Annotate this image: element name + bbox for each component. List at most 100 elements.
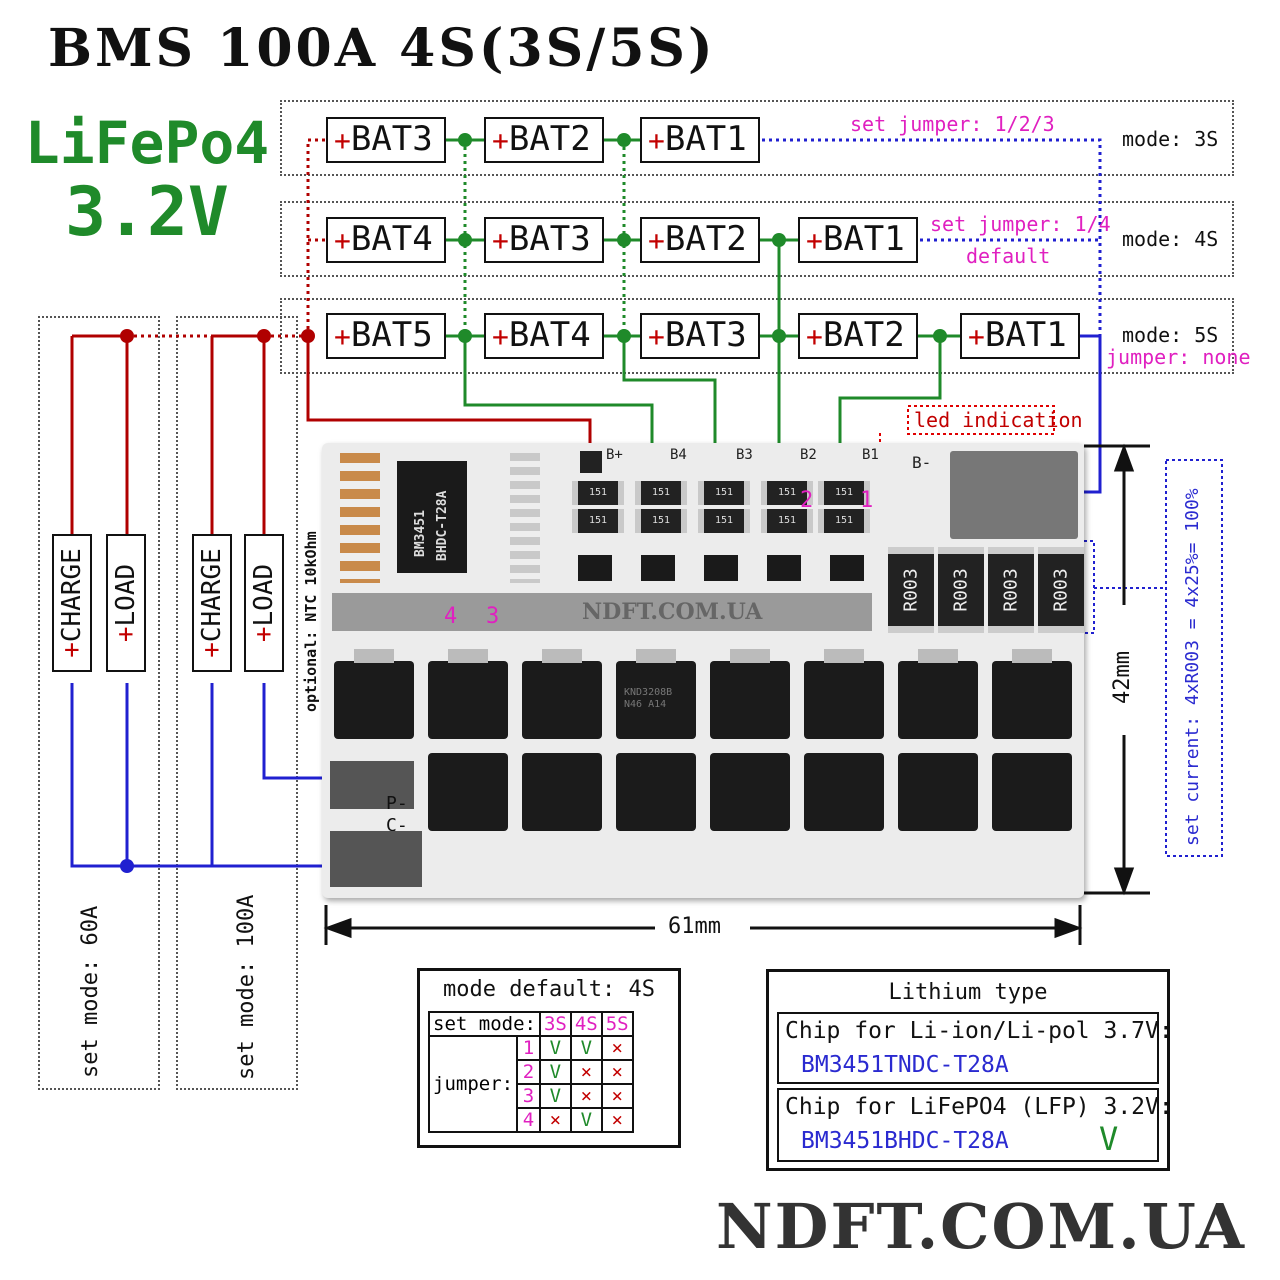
plus-sign: + [648, 124, 665, 157]
resistor: 151 [698, 481, 750, 505]
liion-label: Chip for Li-ion/Li-pol 3.7V: [785, 1018, 1173, 1044]
battery-label: BAT1 [664, 119, 747, 159]
mosfet [334, 649, 414, 739]
resistor: 151 [635, 481, 687, 505]
plus-sign: + [57, 642, 87, 658]
resistor: 151 [761, 509, 813, 533]
battery-label: BAT2 [664, 219, 747, 259]
bms-board: BM3451 BHDC-T28A B+ B4 B3 B2 B1 B- 151 1… [322, 443, 1084, 898]
set-mode-100a: set mode: 100A [234, 894, 259, 1080]
bms-chip: BM3451 BHDC-T28A [397, 461, 467, 573]
shunt-code: R003 [1000, 568, 1022, 612]
battery-4s-2: +BAT3 [484, 217, 604, 263]
jumper-num: 4 [516, 1107, 541, 1133]
pad-b4-label: B4 [670, 447, 687, 463]
pad-b-plus [580, 451, 602, 473]
mosfet [992, 649, 1072, 739]
lfp-label: Chip for LiFePO4 (LFP) 3.2V: [785, 1094, 1173, 1120]
plus-sign: + [492, 124, 509, 157]
battery-3s-1: +BAT3 [326, 117, 446, 163]
chip-label-line2: BHDC-T28A [435, 490, 450, 561]
battery-label: BAT3 [508, 219, 591, 259]
jumper-table-box: mode default: 4S set mode: 3S 4S 5S jump… [417, 968, 681, 1148]
mode-5s: 5S [600, 1011, 634, 1037]
bus-strip [332, 593, 872, 631]
shunt-resistor: R003 [888, 547, 934, 633]
jumper-number-4: 4 [444, 604, 458, 629]
mosfet-code: KND3208B [624, 687, 673, 698]
led-indication-label: led indication [914, 408, 1083, 432]
resistor: 151 [572, 509, 624, 533]
chemistry-voltage: 3.2V [65, 173, 229, 252]
jumper-num: 1 [516, 1035, 541, 1061]
resistor: 151 [761, 481, 813, 505]
p-minus-terminal [330, 761, 414, 809]
cell: V [569, 1035, 603, 1061]
cell: × [600, 1107, 634, 1133]
jumper-note-5s: jumper: none [1106, 345, 1251, 369]
resistor: 151 [818, 509, 870, 533]
cell: × [569, 1059, 603, 1085]
mode-4s: 4S [569, 1011, 603, 1037]
mosfet [898, 649, 978, 739]
mode-4s-box [280, 201, 1234, 277]
plus-sign: + [806, 320, 823, 353]
mosfet [710, 753, 790, 831]
charge-text: CHARGE [57, 548, 87, 643]
pad-b1-label: B1 [862, 447, 879, 463]
chip-label-line1: BM3451 [413, 510, 428, 557]
mosfet [898, 753, 978, 831]
plus-sign: + [111, 626, 141, 643]
charge-label-60a: +CHARGE [52, 534, 92, 672]
battery-label: BAT4 [350, 219, 433, 259]
cell: × [600, 1059, 634, 1085]
cell: V [538, 1059, 572, 1085]
cell: × [600, 1035, 634, 1061]
plus-sign: + [492, 320, 509, 353]
mosfet [616, 753, 696, 831]
resistor: 151 [635, 509, 687, 533]
jumper-note-3s: set jumper: 1/2/3 [850, 112, 1055, 136]
plus-sign: + [968, 320, 985, 353]
set-mode-60a: set mode: 60A [78, 905, 103, 1078]
mode-label-3s: mode: 3S [1122, 127, 1219, 151]
mosfet [804, 753, 884, 831]
mosfet [522, 753, 602, 831]
liion-chip: BM3451TNDC-T28A [801, 1052, 1009, 1078]
jumper-table-header: mode default: 4S [443, 977, 655, 1002]
mosfet [992, 753, 1072, 831]
dimension-width: 61mm [668, 914, 721, 939]
cell: × [600, 1083, 634, 1109]
battery-label: BAT2 [508, 119, 591, 159]
mosfet [522, 649, 602, 739]
load-label-100a: +LOAD [244, 534, 284, 672]
resistor: 151 [572, 481, 624, 505]
b-minus-terminal [950, 451, 1078, 539]
plus-sign: + [249, 626, 279, 643]
battery-3s-3: +BAT1 [640, 117, 760, 163]
shunt-code: R003 [900, 568, 922, 612]
chemistry-name: LiFePo4 [24, 109, 270, 177]
lfp-chip: BM3451BHDC-T28A [801, 1128, 1009, 1154]
battery-label: BAT3 [350, 119, 433, 159]
dimension-height: 42mm [1110, 651, 1135, 704]
transistor-row [578, 555, 868, 581]
load-text: LOAD [111, 563, 141, 627]
jumper-num: 2 [516, 1059, 541, 1085]
load-label-60a: +LOAD [106, 534, 146, 672]
plus-sign: + [334, 124, 351, 157]
jumper-num: 3 [516, 1083, 541, 1109]
footer-brand: NDFT.COM.UA [716, 1190, 1247, 1263]
cell: V [538, 1083, 572, 1109]
cell: V [569, 1107, 603, 1133]
plus-sign: + [648, 320, 665, 353]
p-minus-label: P- [386, 793, 408, 814]
table-row: jumper: 1 V V × [427, 1035, 634, 1133]
table-row: 2 V × × [429, 1059, 634, 1085]
shunt-code: R003 [950, 568, 972, 612]
battery-label: BAT1 [822, 219, 905, 259]
shunt-resistor: R003 [938, 547, 984, 633]
jumper-label: jumper: [427, 1035, 519, 1133]
plus-sign: + [492, 224, 509, 257]
